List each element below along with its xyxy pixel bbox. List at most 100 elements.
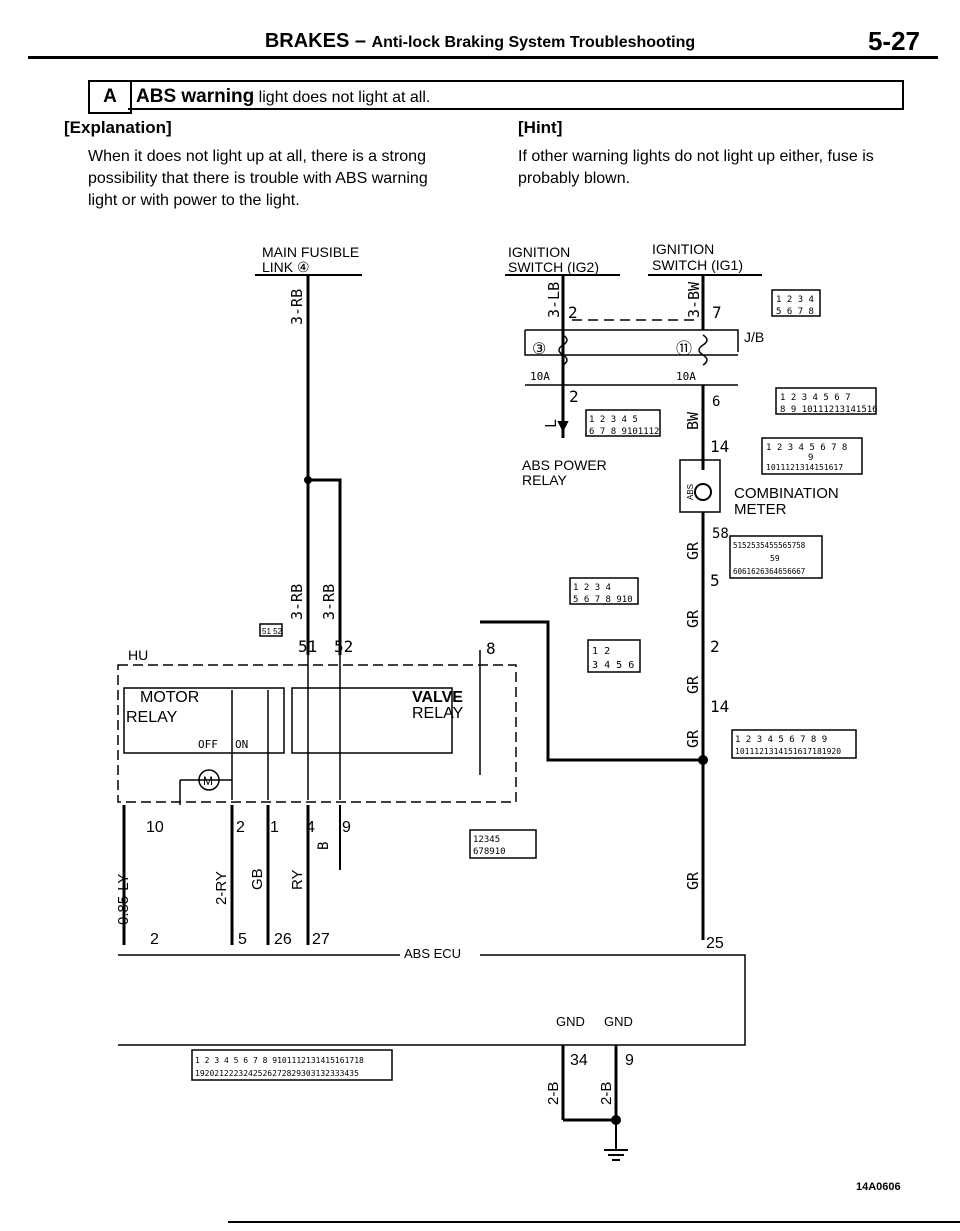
- fuse-3-label: ③: [532, 341, 546, 358]
- wire-label-ry2: 2-RY: [213, 871, 230, 905]
- wire-label-gr1: GR: [684, 541, 702, 560]
- hu-connector-5152: 51 52: [262, 627, 283, 636]
- gnd-label-1: GND: [556, 1014, 585, 1029]
- wire-label-rb2: 3-RB: [320, 584, 338, 620]
- connector-10pin: 1 2 3 4 5 6 7 8 910: [569, 577, 639, 605]
- wire-label-bw: BW: [684, 411, 702, 430]
- hint-text: If other warning lights do not light up …: [518, 146, 874, 190]
- conn-hu-top: 12345: [473, 835, 500, 845]
- wire-label-ry: RY: [289, 869, 306, 890]
- pin-4: 4: [306, 819, 315, 836]
- conn10-bottom: 5 6 7 8 910: [573, 595, 633, 605]
- explanation-text: When it does not light up at all, there …: [88, 146, 428, 212]
- wire-label-gr2: GR: [684, 609, 702, 628]
- pin-51: 51: [298, 637, 317, 656]
- section-title-rest: light does not light at all.: [254, 89, 431, 106]
- relay-line2: RELAY: [522, 472, 568, 488]
- pin-9: 9: [342, 819, 351, 836]
- on-label: ON: [235, 738, 248, 751]
- conn10-top: 1 2 3 4: [573, 583, 611, 593]
- pin-25: 25: [706, 935, 724, 952]
- pin-1: 1: [270, 819, 279, 836]
- page-number: 5-27: [867, 26, 920, 56]
- abs-lamp-label: ABS: [686, 484, 695, 500]
- wire-label-rb1: 3-RB: [288, 584, 306, 620]
- pin-34: 34: [570, 1052, 588, 1069]
- conn-hu-bottom: 678910: [473, 847, 506, 857]
- conn8-bottom: 5 6 7 8: [776, 307, 814, 317]
- main-fusible-link-label: MAIN FUSIBLE LINK ④: [262, 244, 359, 275]
- conn20-bottom: 1011121314151617181920: [735, 747, 841, 756]
- pin-5-ecu: 5: [238, 931, 247, 948]
- explanation-line: possibility that there is trouble with A…: [88, 170, 428, 187]
- jb-label: J/B: [744, 329, 764, 345]
- conn17-top: 1 2 3 4 5 6 7 8: [766, 443, 847, 453]
- connector-meter: 5152535455565758 59 6061626364656667: [729, 535, 823, 579]
- connector-hu-10pin: 12345 678910: [469, 829, 537, 859]
- conn-meter-top: 5152535455565758: [733, 541, 806, 550]
- fusible-link-line2: LINK ④: [262, 259, 310, 275]
- connector-8pin: 1 2 3 4 5 6 7 8: [771, 289, 821, 317]
- ignition-ig2-label: IGNITION SWITCH (IG2): [508, 244, 599, 275]
- conn35-bottom: 1920212223242526272829303132333435: [195, 1069, 359, 1078]
- fusible-link-line1: MAIN FUSIBLE: [262, 244, 359, 260]
- section-title: ABS warning light does not light at all.: [128, 80, 904, 110]
- connector-35pin: 1 2 3 4 5 6 7 8 9101112131415161718 1920…: [191, 1049, 393, 1081]
- wire-label-gr4: GR: [684, 729, 702, 748]
- valve-relay-line1: VALVE: [412, 689, 463, 706]
- conn6-bottom: 3 4 5 6: [592, 660, 634, 671]
- hint-line: If other warning lights do not light up …: [518, 148, 874, 165]
- wire-label-gb: GB: [249, 868, 266, 890]
- header-title-dash: –: [349, 30, 372, 52]
- fuse-amp-2: 10A: [676, 370, 696, 383]
- pin-14-b: 14: [710, 697, 729, 716]
- pin-58: 58: [712, 526, 729, 542]
- ign-ig2-line1: IGNITION: [508, 244, 570, 260]
- connector-16pin: 1 2 3 4 5 6 7 8 9 10111213141516: [775, 387, 878, 415]
- pin-2-relay: 2: [569, 387, 579, 406]
- lower-wire-labels: 0.85-LY 2-RY GB RY: [115, 868, 306, 925]
- abs-power-relay-label: ABS POWER RELAY: [522, 457, 607, 488]
- page-header-title: BRAKES – Anti-lock Braking System Troubl…: [0, 30, 960, 53]
- connector-12pin: 1 2 3 4 5 6 7 8 9101112: [585, 409, 661, 437]
- pin-14: 14: [710, 437, 729, 456]
- ign-ig2-line2: SWITCH (IG2): [508, 259, 599, 275]
- wire-label-gr5: GR: [684, 871, 702, 890]
- wire-label-l: L: [542, 419, 560, 428]
- ign-ig1-line1: IGNITION: [652, 241, 714, 257]
- explanation-heading: [Explanation]: [64, 118, 172, 137]
- pin-7: 7: [712, 303, 722, 322]
- wire-label-b2-2: 2-B: [598, 1082, 615, 1105]
- relay-line1: ABS POWER: [522, 457, 607, 473]
- explanation-line: light or with power to the light.: [88, 192, 300, 209]
- section-title-bold: ABS warning: [136, 86, 255, 107]
- wire-label-ly: 0.85-LY: [115, 874, 132, 925]
- pin-9-g: 9: [625, 1052, 634, 1069]
- wire-label-bw3: 3-BW: [685, 281, 703, 318]
- gnd-labels: GND GND: [556, 1014, 633, 1029]
- wire-label-b2-1: 2-B: [545, 1082, 562, 1105]
- pin-6: 6: [712, 394, 720, 410]
- section-code: A: [88, 80, 132, 114]
- hint-line: probably blown.: [518, 170, 631, 187]
- header-title-sub: Anti-lock Braking System Troubleshooting: [371, 34, 696, 51]
- connector-20pin: 1 2 3 4 5 6 7 8 9 1011121314151617181920: [731, 729, 857, 759]
- pin-2-ig: 2: [568, 303, 578, 322]
- wire-label-gr3: GR: [684, 675, 702, 694]
- figure-code: 14A0606: [856, 1181, 901, 1193]
- motor-symbol: M: [203, 774, 213, 788]
- conn6-top: 1 2: [592, 646, 610, 657]
- fuse-11-label: ⑪: [676, 340, 692, 358]
- ground-pin-labels: 34 9: [570, 1052, 634, 1069]
- off-label: OFF: [198, 738, 218, 751]
- conn-meter-bottom: 6061626364656667: [733, 567, 805, 576]
- valve-relay-line2: RELAY: [412, 705, 464, 722]
- meter-line1: COMBINATION: [734, 485, 839, 502]
- ground-wire-labels: 2-B 2-B: [545, 1082, 615, 1105]
- hu-pin-labels: 10 2 1 4 9: [146, 819, 351, 836]
- abs-ecu-label: ABS ECU: [404, 946, 461, 961]
- conn20-top: 1 2 3 4 5 6 7 8 9: [735, 735, 827, 745]
- conn12-top: 1 2 3 4 5: [589, 415, 638, 425]
- meter-line2: METER: [734, 501, 787, 518]
- header-rule: [28, 56, 938, 59]
